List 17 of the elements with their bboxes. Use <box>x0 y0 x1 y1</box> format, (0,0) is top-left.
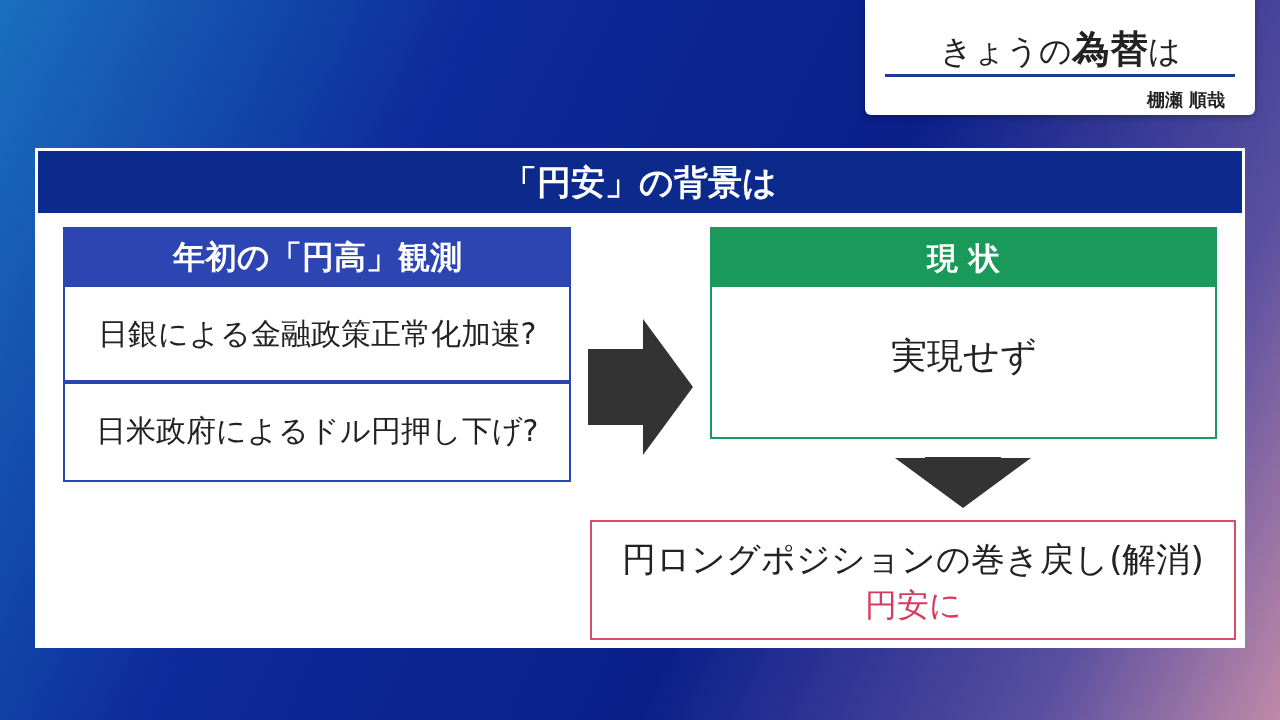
block-arrow <box>895 457 1031 508</box>
panel-box <box>35 148 1245 648</box>
result-text: 円ロングポジションの巻き戻し(解消) <box>621 538 1205 581</box>
result-box <box>590 520 1236 640</box>
title: きょうの為替は <box>938 26 1182 73</box>
item-text: 日米政府によるドル円押し下げ? <box>94 412 540 450</box>
status-heading: 現 状 <box>712 229 1215 287</box>
status-box <box>710 227 1217 439</box>
item-box <box>63 285 571 382</box>
group-heading: 年初の「円高」観測 <box>65 229 569 285</box>
block-arrow <box>588 319 693 455</box>
status-text: 実現せず <box>889 334 1038 378</box>
speaker-name: 棚瀬 順哉 <box>1146 88 1225 112</box>
panel-heading: 「円安」の背景は <box>38 151 1242 213</box>
item-text: 日銀による金融政策正常化加速? <box>96 315 538 353</box>
group-box <box>63 227 571 482</box>
result-text: 円安に <box>863 584 963 625</box>
